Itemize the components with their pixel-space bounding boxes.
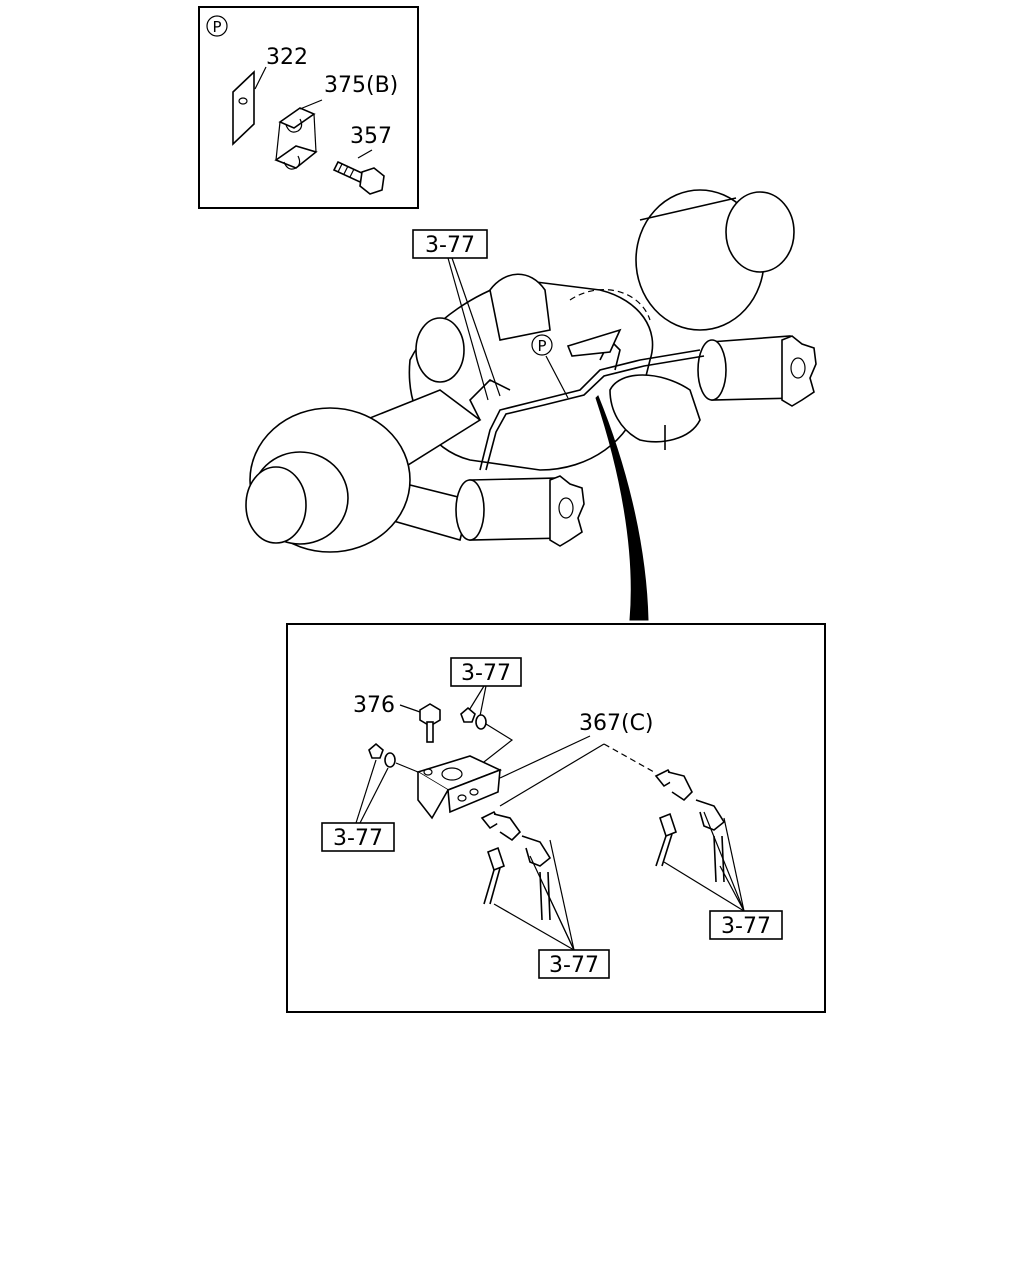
label-367c: 367(C): [579, 711, 654, 736]
ref-box-detail-bottom: 3-77: [493, 839, 610, 979]
clip-375b-illustration: [274, 99, 323, 170]
bolt-357-illustration: [332, 149, 385, 195]
label-375b: 375(B): [324, 73, 398, 98]
left-tee-fitting-illustration: [480, 810, 552, 921]
ref-box-detail-left: 3-77: [321, 759, 395, 852]
inset-p-marker: P: [212, 18, 221, 36]
plate-322-illustration: [232, 66, 267, 146]
label-376: 376: [353, 693, 395, 718]
ref-detail-top-text: 3-77: [461, 661, 511, 686]
ref-detail-left-text: 3-77: [333, 826, 383, 851]
main-p-marker-circle: [531, 334, 553, 356]
detail-box: 376 3-77 367(C): [286, 623, 826, 1013]
ref-box-main: 3-77: [412, 229, 501, 401]
label-357: 357: [350, 124, 392, 149]
ref-detail-bottom-text: 3-77: [549, 953, 599, 978]
detail-pointer: [595, 395, 649, 621]
label-322: 322: [266, 45, 308, 70]
ref-box-detail-top: 3-77: [450, 657, 522, 717]
ref-box-detail-right: 3-77: [663, 811, 783, 940]
axle-assembly-illustration: [245, 189, 817, 553]
inset-p-marker-circle: [206, 15, 228, 37]
tee-bracket-illustration: [416, 755, 503, 820]
inset-p-box: P 322 375(B) 357: [198, 6, 419, 209]
ref-main-text: 3-77: [425, 233, 475, 258]
main-p-marker: P: [537, 337, 546, 355]
bolt-376-illustration: [419, 703, 441, 743]
right-tee-fitting-illustration: [654, 768, 726, 883]
ref-detail-right-text: 3-77: [721, 914, 771, 939]
